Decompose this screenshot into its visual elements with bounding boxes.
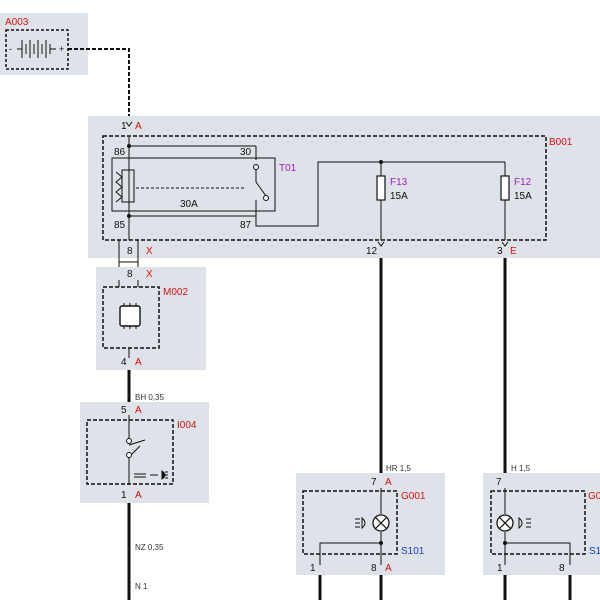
lamp1-id: G001 — [401, 491, 426, 502]
lamp2-circuit — [504, 488, 571, 565]
switch-contact-bottom — [126, 452, 132, 458]
i004-in-conn: A — [135, 405, 142, 416]
fusebox-id: B001 — [549, 137, 573, 148]
module-box — [102, 286, 160, 349]
lamp1-bulb-icon — [372, 514, 390, 532]
headlight-switch-icon — [134, 470, 168, 480]
module-background — [96, 267, 206, 370]
g001-out1-pin: 1 — [310, 563, 316, 574]
g0-in-pin: 7 — [496, 477, 502, 488]
m002-out-conn: A — [135, 357, 142, 368]
relay-pin-86: 86 — [114, 147, 126, 158]
switch-background — [80, 402, 209, 503]
g001-out8-conn: A — [385, 563, 392, 574]
battery-plus: + — [59, 44, 64, 54]
wire-h-label: H 1,5 — [511, 464, 531, 473]
fuse-f12-icon — [500, 175, 510, 201]
relay-node-86 — [127, 144, 131, 148]
fusebox-box — [102, 135, 547, 241]
battery-id: A003 — [5, 17, 29, 28]
chip-icon — [119, 303, 141, 329]
b001-in-conn: A — [135, 121, 142, 132]
relay-pin-85: 85 — [114, 220, 126, 231]
m002-in-conn: X — [146, 269, 153, 280]
lamp2-headlight-icon — [518, 516, 531, 530]
g001-out8-pin: 8 — [371, 563, 377, 574]
lamp1-headlight-icon — [355, 516, 366, 530]
module-id: M002 — [163, 287, 188, 298]
relay-rating: 30A — [180, 199, 198, 210]
fuse-f13-icon — [376, 175, 386, 201]
switch-id: I004 — [177, 420, 197, 431]
lamp2-bulb-icon — [496, 514, 514, 532]
b001-in-pin: 1 — [121, 121, 127, 132]
relay-internals — [115, 137, 267, 240]
fuse-f12-id: F12 — [514, 177, 532, 188]
wire-hr-label: HR 1,5 — [386, 464, 411, 473]
battery-background — [0, 13, 88, 75]
lamp1-node — [379, 541, 383, 545]
g001-in-conn: A — [385, 477, 392, 488]
fuse-f13-rating: 15A — [390, 191, 408, 202]
i004-out-pin: 1 — [121, 490, 127, 501]
lamp2-box — [490, 490, 586, 555]
wire-n1-label: N 1 — [135, 582, 148, 591]
lamp1-box — [302, 490, 398, 555]
m002-in-pin: 8 — [127, 269, 133, 280]
b001-out-conn: X — [146, 246, 153, 257]
relay-node-85 — [127, 214, 131, 218]
f12-out-pin: 3 — [497, 246, 503, 257]
relay-contact-87 — [263, 195, 269, 201]
i004-in-pin: 5 — [121, 405, 127, 416]
lamp2-node — [503, 541, 507, 545]
battery-icon — [17, 40, 56, 58]
battery-minus: - — [9, 44, 12, 54]
g0-out1-pin: 1 — [497, 563, 503, 574]
switch-contact-icon — [128, 415, 146, 485]
wire-bh-label: BH 0,35 — [135, 393, 164, 402]
g001-in-pin: 7 — [371, 477, 377, 488]
b001-out-pin: 8 — [127, 246, 133, 257]
relay-pin-30: 30 — [240, 147, 252, 158]
lamp2-ground: S1 — [589, 546, 600, 557]
lamp1-ground: S101 — [401, 546, 425, 557]
f12-out-conn: E — [510, 246, 517, 257]
wire-nz-label: NZ 0,35 — [135, 543, 164, 552]
relay-pin-87: 87 — [240, 220, 252, 231]
switch-box — [86, 419, 174, 485]
relay-id: T01 — [279, 163, 297, 174]
fuse-f13-id: F13 — [390, 177, 408, 188]
f13-out-pin: 12 — [366, 246, 378, 257]
battery-feed-wire — [68, 48, 130, 119]
lamp1-circuit — [319, 488, 382, 565]
lamp1-background — [296, 473, 445, 575]
m002-out-pin: 4 — [121, 357, 127, 368]
fusebox-background — [88, 116, 600, 258]
relay-box — [111, 157, 276, 212]
relay-contact-30 — [253, 164, 259, 170]
lamp2-id: G0 — [588, 491, 600, 502]
g0-out8-pin: 8 — [559, 563, 565, 574]
module-in-wire — [118, 280, 139, 287]
fuse-f12-rating: 15A — [514, 191, 532, 202]
switch-contact-top — [126, 438, 132, 444]
i004-out-conn: A — [135, 490, 142, 501]
